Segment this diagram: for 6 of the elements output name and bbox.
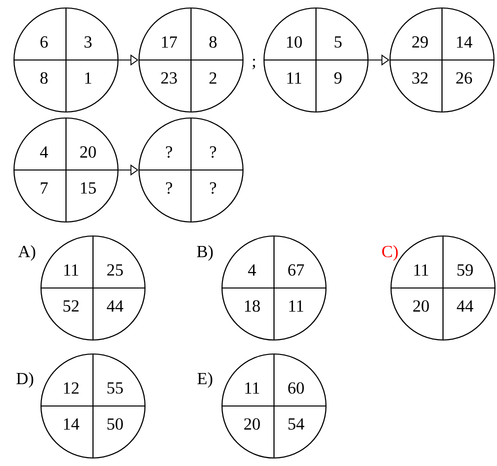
separator-text: ; — [252, 58, 256, 70]
option-letter: A) — [18, 245, 36, 261]
option-letter: C) — [382, 245, 398, 261]
option-letter: B) — [197, 245, 213, 261]
option-letter: E) — [197, 372, 212, 388]
option-letter: D) — [16, 372, 34, 388]
